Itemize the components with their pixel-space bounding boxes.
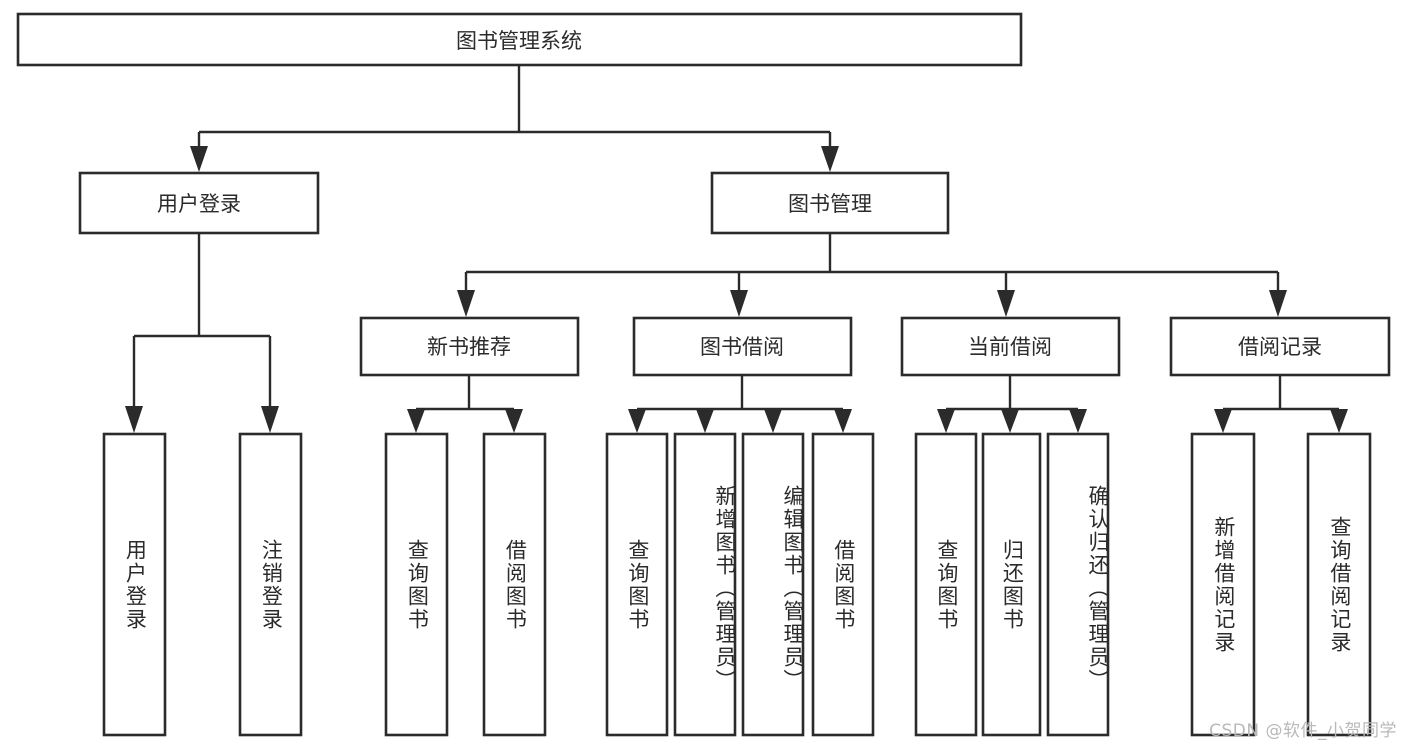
arrow-head-leaf-return-book [1001,409,1019,433]
node-borrow-record[interactable]: 借阅记录 [1169,316,1391,377]
csdn-watermark: CSDN @软件_小贺同学 [1209,721,1397,741]
leaf-box-logout[interactable] [238,432,303,737]
node-current-borrow[interactable]: 当前借阅 [900,316,1121,377]
arrow-head-borrow-record [1269,290,1287,317]
leaf-box-add-record[interactable] [1190,432,1256,737]
arrow-head-leaf-add-record [1214,409,1232,433]
leaf-box-query-record[interactable] [1306,432,1372,737]
arrow-head-current-borrow [997,290,1015,317]
leaf-box-query-book-1[interactable] [384,432,449,737]
node-user-login[interactable]: 用户登录 [78,171,320,235]
leaf-box-borrow-book-1[interactable] [482,432,547,737]
node-book-borrow[interactable]: 图书借阅 [632,316,853,377]
node-borrow-record-label: 借阅记录 [1238,335,1322,359]
leaf-box-query-book-3[interactable] [914,432,978,737]
connector-group [125,65,1348,433]
leaf-box-borrow-book-2[interactable] [811,432,875,737]
arrow-head-leaf-add-book [696,409,714,433]
node-new-book-recommend[interactable]: 新书推荐 [359,316,580,377]
node-book-manage[interactable]: 图书管理 [710,171,950,235]
arrow-head-leaf-query-record [1330,409,1348,433]
node-root-box[interactable] [16,12,1023,67]
node-new-book-recommend-box[interactable] [359,316,580,377]
node-new-book-recommend-label: 新书推荐 [427,335,511,359]
node-book-manage-label: 图书管理 [788,192,872,216]
node-user-login-label: 用户登录 [157,192,241,216]
arrow-head-book-manage [821,146,839,172]
arrow-head-leaf-edit-book [764,409,782,433]
node-root[interactable]: 图书管理系统 [16,12,1023,67]
node-root-label: 图书管理系统 [456,29,582,53]
node-book-borrow-box[interactable] [632,316,853,377]
leaf-box-return-book[interactable] [981,432,1042,737]
arrow-head-leaf-confirm-return [1069,409,1087,433]
node-book-borrow-label: 图书借阅 [700,335,784,359]
leaf-box-edit-book[interactable] [741,432,805,737]
leaf-box-confirm-return[interactable] [1046,432,1110,737]
node-current-borrow-box[interactable] [900,316,1121,377]
node-current-borrow-label: 当前借阅 [968,335,1052,359]
leaf-box-user-login[interactable] [102,432,167,737]
arrow-head-leaf-user-login [125,406,143,433]
arrow-head-new-book [457,290,475,317]
node-borrow-record-box[interactable] [1169,316,1391,377]
node-user-login-box[interactable] [78,171,320,235]
arrow-head-user-login [190,146,208,172]
leaf-box-add-book[interactable] [673,432,737,737]
arrow-head-leaf-query-book-3 [937,409,955,433]
arrow-head-leaf-logout [261,406,279,433]
arrow-head-book-borrow [730,290,748,317]
arrow-head-leaf-borrow-book-1 [505,409,523,433]
node-book-manage-box[interactable] [710,171,950,235]
arrow-head-leaf-borrow-book-2 [834,409,852,433]
arrow-head-leaf-query-book-1 [407,409,425,433]
leaf-box-query-book-2[interactable] [605,432,669,737]
arrow-head-leaf-query-book-2 [628,409,646,433]
